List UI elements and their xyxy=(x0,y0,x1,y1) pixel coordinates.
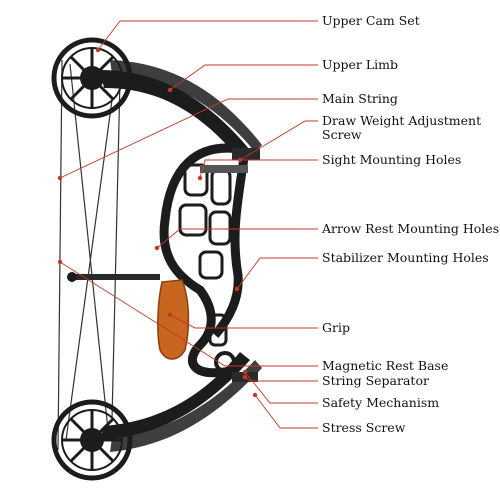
lower-limb-shape xyxy=(100,352,262,452)
magnetic-rest-base-shape xyxy=(214,351,236,373)
label-sight-mounting-holes: Sight Mounting Holes xyxy=(322,152,462,167)
label-upper-cam-set: Upper Cam Set xyxy=(322,13,420,28)
label-draw-weight-adjustment-screw: Draw Weight Adjustment Screw xyxy=(322,113,482,142)
sight-rail xyxy=(200,165,248,173)
arrow-rest-rod xyxy=(67,272,160,282)
label-stabilizer-mounting-holes: Stabilizer Mounting Holes xyxy=(322,250,489,265)
label-upper-limb: Upper Limb xyxy=(322,57,399,72)
label-safety-mechanism: Safety Mechanism xyxy=(322,395,440,410)
riser-cutouts xyxy=(178,163,232,347)
bow-strings xyxy=(57,59,121,451)
sight-block xyxy=(232,148,260,160)
label-arrow-rest-mounting-holes: Arrow Rest Mounting Holes xyxy=(322,221,500,236)
label-string-separator: String Separator xyxy=(322,373,429,388)
grip-shape xyxy=(157,279,190,360)
leader-lines xyxy=(59,20,318,429)
label-main-string: Main String xyxy=(322,91,398,106)
label-magnetic-rest-base: Magnetic Rest Base xyxy=(322,358,449,373)
leader-dots xyxy=(57,47,258,398)
riser xyxy=(159,143,250,378)
label-stress-screw: Stress Screw xyxy=(322,420,406,435)
label-grip: Grip xyxy=(322,320,350,335)
